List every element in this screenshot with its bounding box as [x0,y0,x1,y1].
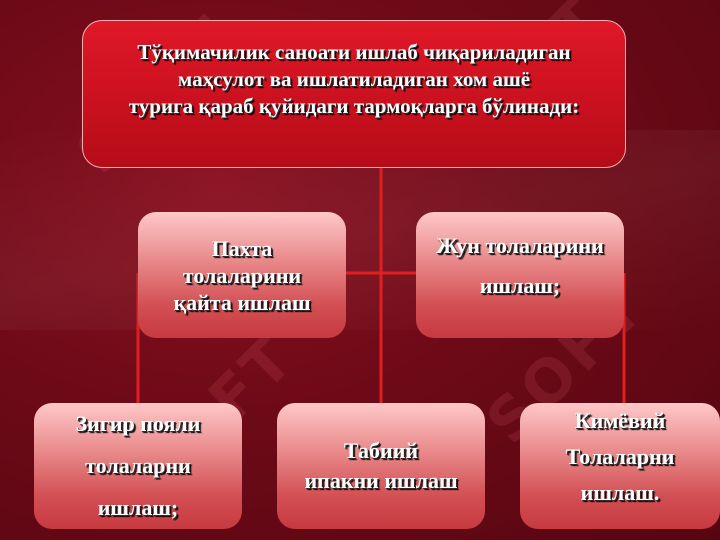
root-node-text: Тўқимачилик саноати ишлаб чиқариладиган … [128,40,580,118]
node-cotton-processing: Пахта толаларини қайта ишлаш [138,212,346,338]
node-wool-processing: Жун толаларини ишлаш; [416,212,624,338]
node-chemical-fiber-processing: Кимёвий Толаларни ишлаш. [520,403,720,529]
node-text: Кимёвий Толаларни ишлаш. [565,408,675,505]
node-text: Пахта толаларини қайта ишлаш [173,235,311,315]
node-text: Зигир пояли толаларни ишлаш; [75,411,201,520]
node-text: Жун толаларини ишлаш; [436,233,604,298]
node-flax-processing: Зигир пояли толаларни ишлаш; [34,403,242,529]
node-silk-processing: Табиий ипакни ишлаш [277,403,485,529]
root-node: Тўқимачилик саноати ишлаб чиқариладиган … [82,20,626,168]
node-text: Табиий ипакни ишлаш [304,438,458,493]
